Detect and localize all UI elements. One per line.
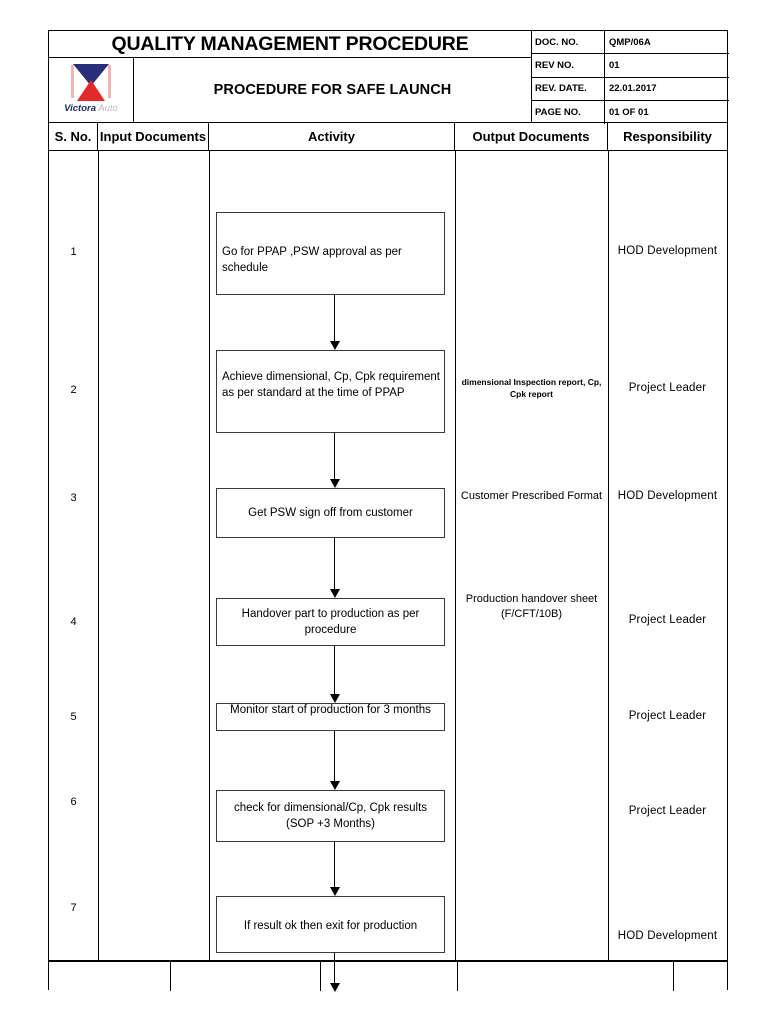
logo-right-bar [108,65,111,98]
responsibility-text: HOD Development [617,930,718,942]
output-document-text: Production handover sheet (F/CFT/10B) [465,593,598,620]
column-divider-2 [209,151,210,961]
bottom-row-divider-2 [320,962,321,991]
logo-wordmark: Victora Auto [62,103,120,114]
responsibility-text: Project Leader [628,382,707,394]
activity-box: Handover part to production as per proce… [216,598,445,646]
activity-text: Go for PPAP ,PSW approval as per schedul… [222,246,402,274]
logo-brand-suffix-text: Auto [96,103,118,114]
document-main-title: QUALITY MANAGEMENT PROCEDURE [49,31,532,58]
flow-arrow-down-icon [330,842,340,896]
column-divider-3 [455,151,456,961]
meta-label-page-no: PAGE NO. [532,100,605,124]
activity-box: Achieve dimensional, Cp, Cpk requirement… [216,350,445,433]
activity-text: Achieve dimensional, Cp, Cpk requirement… [222,371,440,399]
activity-text: Get PSW sign off from customer [248,507,413,519]
meta-value-rev-no: 01 [609,59,620,71]
row-serial-number: 6 [70,796,77,808]
flow-arrow-down-icon [330,646,340,703]
row-serial-number: 2 [70,384,77,396]
responsibility-text: Project Leader [628,614,707,626]
meta-value-page-no: 01 OF 01 [609,106,649,118]
column-header-activity: Activity [209,123,455,150]
flow-arrow-down-icon [330,731,340,790]
meta-label-doc-no: DOC. NO. [532,31,605,54]
responsibility-text: HOD Development [617,490,718,502]
column-divider-4 [608,151,609,961]
document-header: QUALITY MANAGEMENT PROCEDURE Victora Aut… [48,30,729,124]
company-logo: Victora Auto [62,62,120,114]
meta-row-page-no: PAGE NO. 01 OF 01 [532,100,729,124]
document-meta-block: DOC. NO. QMP/06A REV NO. 01 REV. DATE. 2… [532,31,729,124]
meta-value-rev-date: 22.01.2017 [609,83,657,95]
flow-arrow-down-icon [330,953,340,992]
output-document-text: dimensional Inspection report, Cp, Cpk r… [461,377,602,400]
table-bottom-partial-row [48,961,728,991]
bottom-row-divider-3 [457,962,458,991]
column-header-input-documents: Input Documents [98,123,209,150]
flow-arrow-down-icon [330,295,340,350]
meta-label-rev-no: REV NO. [532,54,605,77]
activity-box: Get PSW sign off from customer [216,488,445,538]
activity-box: check for dimensional/Cp, Cpk results (S… [216,790,445,842]
quality-management-procedure-document: QUALITY MANAGEMENT PROCEDURE Victora Aut… [48,30,729,992]
activity-text: If result ok then exit for production [243,920,418,932]
activity-text: check for dimensional/Cp, Cpk results (S… [233,802,428,830]
table-column-header-row: S. No. Input Documents Activity Output D… [48,123,728,151]
company-logo-cell: Victora Auto [49,58,134,122]
sub-title-text: PROCEDURE FOR SAFE LAUNCH [213,82,452,98]
row-serial-number: 1 [70,246,77,258]
column-divider-1 [98,151,99,961]
logo-brand-text: Victora [64,103,96,114]
column-header-sno: S. No. [49,123,98,150]
meta-value-doc-no: QMP/06A [609,36,651,48]
bottom-row-divider-4 [673,962,674,991]
row-serial-number: 3 [70,492,77,504]
flow-arrow-down-icon [330,433,340,488]
column-header-output-documents: Output Documents [455,123,608,150]
row-serial-number: 7 [70,902,77,914]
activity-box: If result ok then exit for production [216,896,445,953]
activity-text: Monitor start of production for 3 months [230,704,431,716]
bottom-row-divider-1 [170,962,171,991]
activity-box: Monitor start of production for 3 months [216,703,445,731]
logo-left-bar [71,65,74,98]
procedure-flow-table-body: 1 2 3 4 5 6 7 Go for PPAP ,PSW approval … [48,151,728,992]
output-document-text: Customer Prescribed Format [460,490,603,502]
meta-label-rev-date: REV. DATE. [532,77,605,100]
row-serial-number: 5 [70,711,77,723]
flow-arrow-down-icon [330,538,340,598]
activity-text: Handover part to production as per proce… [241,608,420,636]
activity-box: Go for PPAP ,PSW approval as per schedul… [216,212,445,295]
logo-triangle-bottom [77,80,105,101]
row-serial-number: 4 [70,616,77,628]
column-header-responsibility: Responsibility [623,129,712,144]
responsibility-text: Project Leader [628,710,707,722]
responsibility-text: HOD Development [617,245,718,257]
main-title-text: QUALITY MANAGEMENT PROCEDURE [111,32,469,55]
meta-row-rev-no: REV NO. 01 [532,54,729,78]
responsibility-text: Project Leader [628,805,707,817]
document-sub-title: PROCEDURE FOR SAFE LAUNCH [134,58,532,122]
meta-row-doc-no: DOC. NO. QMP/06A [532,31,729,55]
victora-logo-icon [68,62,114,102]
meta-row-rev-date: REV. DATE. 22.01.2017 [532,77,729,101]
